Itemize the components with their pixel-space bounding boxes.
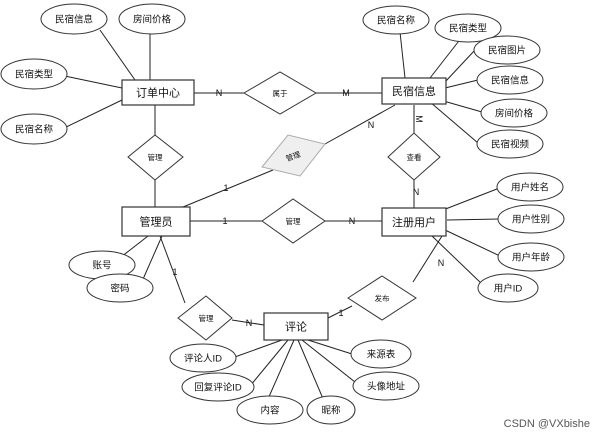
rel-manage-order-label: 管理 bbox=[148, 152, 163, 162]
attr-comment-nickname: 昵称 bbox=[306, 395, 356, 425]
attr-bnb-image-label: 民宿图片 bbox=[488, 45, 526, 57]
rel-manage-user: 管理 bbox=[261, 198, 326, 244]
entity-bnb-info: 民宿信息 bbox=[381, 77, 447, 105]
rel-post: 发布 bbox=[347, 275, 417, 321]
attr-bnb-info: 民宿信息 bbox=[476, 65, 544, 95]
rel-view-label: 查看 bbox=[407, 152, 422, 162]
card-admin-manage-user: 1 bbox=[222, 216, 227, 226]
entity-admin: 管理员 bbox=[121, 206, 191, 237]
entity-order-center: 订单中心 bbox=[121, 79, 195, 106]
entity-registered-user: 注册用户 bbox=[381, 207, 447, 237]
rel-post-label: 发布 bbox=[375, 293, 390, 303]
attr-order-bnb-info: 民宿信息 bbox=[40, 3, 108, 35]
attr-order-bnb-info-label: 民宿信息 bbox=[55, 14, 93, 26]
attr-bnb-name: 民宿名称 bbox=[362, 5, 430, 35]
entity-order-center-label: 订单中心 bbox=[136, 87, 180, 100]
attr-comment-avatar-label: 头像地址 bbox=[367, 381, 406, 393]
attr-admin-account-label: 账号 bbox=[92, 261, 111, 272]
attr-user-name-label: 用户姓名 bbox=[511, 182, 549, 194]
attr-bnb-type-label: 民宿类型 bbox=[449, 23, 488, 35]
attr-comment-reply-id: 回复评论ID bbox=[181, 372, 255, 402]
card-post-user: N bbox=[438, 258, 445, 268]
attr-bnb-info-label: 民宿信息 bbox=[491, 75, 529, 87]
card-belongs-bnb: M bbox=[342, 88, 350, 98]
card-bnb-view: M bbox=[414, 115, 424, 123]
attr-order-bnb-name: 民宿名称 bbox=[0, 113, 68, 145]
attr-comment-content-label: 内容 bbox=[260, 405, 280, 417]
card-admin-manage-comment: 1 bbox=[172, 267, 177, 277]
rel-manage-user-label: 管理 bbox=[286, 216, 301, 226]
attr-order-bnb-name-label: 民宿名称 bbox=[15, 124, 54, 136]
cardinality-labels: N M N 1 M N 1 N 1 N 1 N bbox=[172, 88, 444, 328]
attr-comment-user-id-label: 评论人ID bbox=[184, 353, 222, 365]
attr-bnb-room-price: 房间价格 bbox=[480, 98, 548, 128]
entity-comment: 评论 bbox=[263, 312, 329, 341]
entity-registered-user-label: 注册用户 bbox=[392, 215, 436, 229]
card-manage-comment-comment: N bbox=[246, 318, 253, 328]
attr-bnb-type: 民宿类型 bbox=[434, 13, 502, 43]
attr-user-age: 用户年龄 bbox=[497, 242, 565, 272]
card-comment-post: 1 bbox=[338, 308, 343, 318]
attr-comment-source: 来源表 bbox=[350, 339, 412, 369]
entity-comment-label: 评论 bbox=[285, 320, 307, 334]
attr-comment-content: 内容 bbox=[236, 395, 304, 425]
card-admin-manage-bnb: 1 bbox=[223, 183, 228, 193]
attr-order-room-price-label: 房间价格 bbox=[133, 14, 172, 26]
attr-order-bnb-type-label: 民宿类型 bbox=[15, 69, 54, 81]
rel-manage-comment-label: 管理 bbox=[199, 313, 214, 323]
card-bnb-manage: N bbox=[368, 120, 375, 130]
rel-manage-comment: 管理 bbox=[177, 295, 233, 341]
attr-comment-nickname-label: 昵称 bbox=[321, 405, 341, 417]
attr-user-gender: 用户性别 bbox=[497, 204, 565, 234]
attr-admin-password: 密码 bbox=[86, 273, 154, 303]
attr-user-id-label: 用户ID bbox=[494, 283, 523, 295]
connection-lines bbox=[59, 29, 503, 409]
rel-view: 查看 bbox=[387, 132, 441, 181]
rel-manage-bnb: 管理 bbox=[261, 134, 326, 177]
attr-bnb-name-label: 民宿名称 bbox=[377, 15, 416, 27]
attr-user-age-label: 用户年龄 bbox=[512, 252, 551, 264]
entity-bnb-info-label: 民宿信息 bbox=[392, 84, 436, 98]
card-view-user: N bbox=[413, 187, 420, 197]
watermark: CSDN @VXbishe bbox=[504, 418, 590, 430]
attr-user-gender-label: 用户性别 bbox=[512, 214, 550, 226]
attr-comment-source-label: 来源表 bbox=[367, 349, 396, 361]
attr-admin-password-label: 密码 bbox=[110, 283, 129, 295]
card-manage-user-user: N bbox=[349, 216, 356, 226]
attr-bnb-video-label: 民宿视频 bbox=[491, 139, 530, 151]
entity-admin-label: 管理员 bbox=[140, 215, 173, 229]
rel-manage-order: 管理 bbox=[127, 134, 184, 181]
rel-belongs: 属于 bbox=[243, 71, 317, 115]
attr-order-room-price: 房间价格 bbox=[118, 3, 186, 35]
card-order-belongs: N bbox=[216, 88, 223, 98]
attr-bnb-video: 民宿视频 bbox=[476, 129, 544, 159]
attr-user-id: 用户ID bbox=[477, 273, 539, 303]
attr-comment-reply-id-label: 回复评论ID bbox=[194, 382, 242, 394]
attr-comment-user-id: 评论人ID bbox=[169, 343, 237, 373]
attr-bnb-image: 民宿图片 bbox=[473, 35, 541, 65]
attr-bnb-room-price-label: 房间价格 bbox=[495, 108, 534, 120]
attr-order-bnb-type: 民宿类型 bbox=[0, 58, 68, 90]
rel-belongs-label: 属于 bbox=[273, 89, 288, 98]
attr-user-name: 用户姓名 bbox=[496, 172, 564, 202]
attr-comment-avatar: 头像地址 bbox=[352, 371, 420, 401]
